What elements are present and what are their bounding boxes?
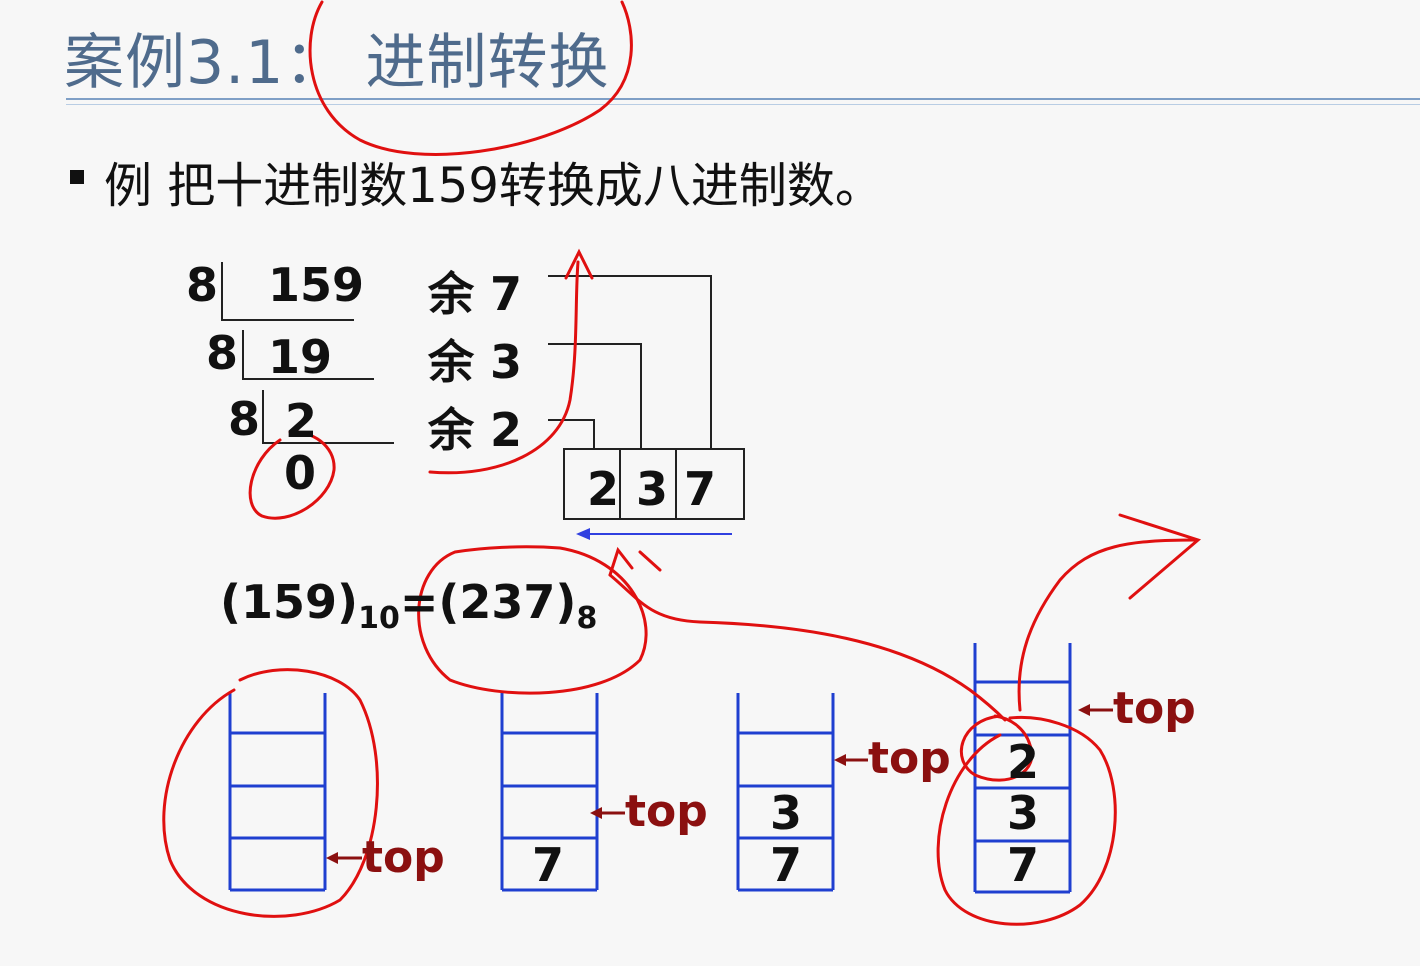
top-pointer-label: top <box>625 786 708 837</box>
top-pointer-label: top <box>1113 683 1196 734</box>
top-arrows <box>326 704 1113 864</box>
remainder-row-1: 余 7 <box>428 258 522 324</box>
equation-left-base: 10 <box>358 601 400 637</box>
stack-cell: 2 <box>1006 735 1039 789</box>
red-annotations <box>162 0 1202 926</box>
stack-3 <box>736 693 835 892</box>
page-title: 案例3.1： 进制转换 <box>64 28 610 98</box>
stack-cell: 7 <box>1006 838 1039 892</box>
remainder-value: 7 <box>490 267 523 321</box>
divisor-3: 8 <box>228 392 261 446</box>
remainder-value: 2 <box>490 403 523 457</box>
left-arrow-icon <box>576 528 732 540</box>
dividend-2: 19 <box>268 330 333 384</box>
top-pointer-label: top <box>868 733 951 784</box>
result-digit: 2 <box>586 462 619 516</box>
conversion-equation: (159)10=(237)8 <box>220 575 597 636</box>
divisor-1: 8 <box>186 258 219 312</box>
stack-cell: 3 <box>1006 786 1039 840</box>
bullet-icon <box>70 170 84 184</box>
stack-4 <box>973 643 1072 894</box>
stack-cell: 7 <box>531 838 564 892</box>
dividend-3: 2 <box>285 394 318 448</box>
result-digit: 3 <box>635 462 668 516</box>
title-rule-thin <box>66 104 1420 105</box>
remainder-prefix: 余 <box>428 403 474 457</box>
stack-2 <box>500 693 599 892</box>
final-quotient: 0 <box>284 446 317 500</box>
equation-equals: = <box>399 575 439 629</box>
connector-lines <box>548 275 712 449</box>
dividend-1: 159 <box>268 258 365 312</box>
bullet-text: 例 把十进制数159转换成八进制数。 <box>104 158 883 214</box>
equation-right-base: 8 <box>576 601 598 637</box>
remainder-value: 3 <box>490 335 523 389</box>
remainder-row-2: 余 3 <box>428 326 522 392</box>
division-lines <box>221 262 394 444</box>
top-pointer-label: top <box>362 832 445 883</box>
stack-cell: 3 <box>769 786 802 840</box>
divisor-2: 8 <box>206 326 239 380</box>
result-box <box>563 448 745 520</box>
stack-1 <box>228 693 327 892</box>
remainder-prefix: 余 <box>428 267 474 321</box>
equation-left: (159) <box>220 575 359 629</box>
result-digit: 7 <box>683 462 716 516</box>
remainder-row-3: 余 2 <box>428 394 522 460</box>
remainder-prefix: 余 <box>428 335 474 389</box>
title-rule <box>66 98 1420 100</box>
equation-right: (237) <box>438 575 577 629</box>
stack-cell: 7 <box>769 838 802 892</box>
